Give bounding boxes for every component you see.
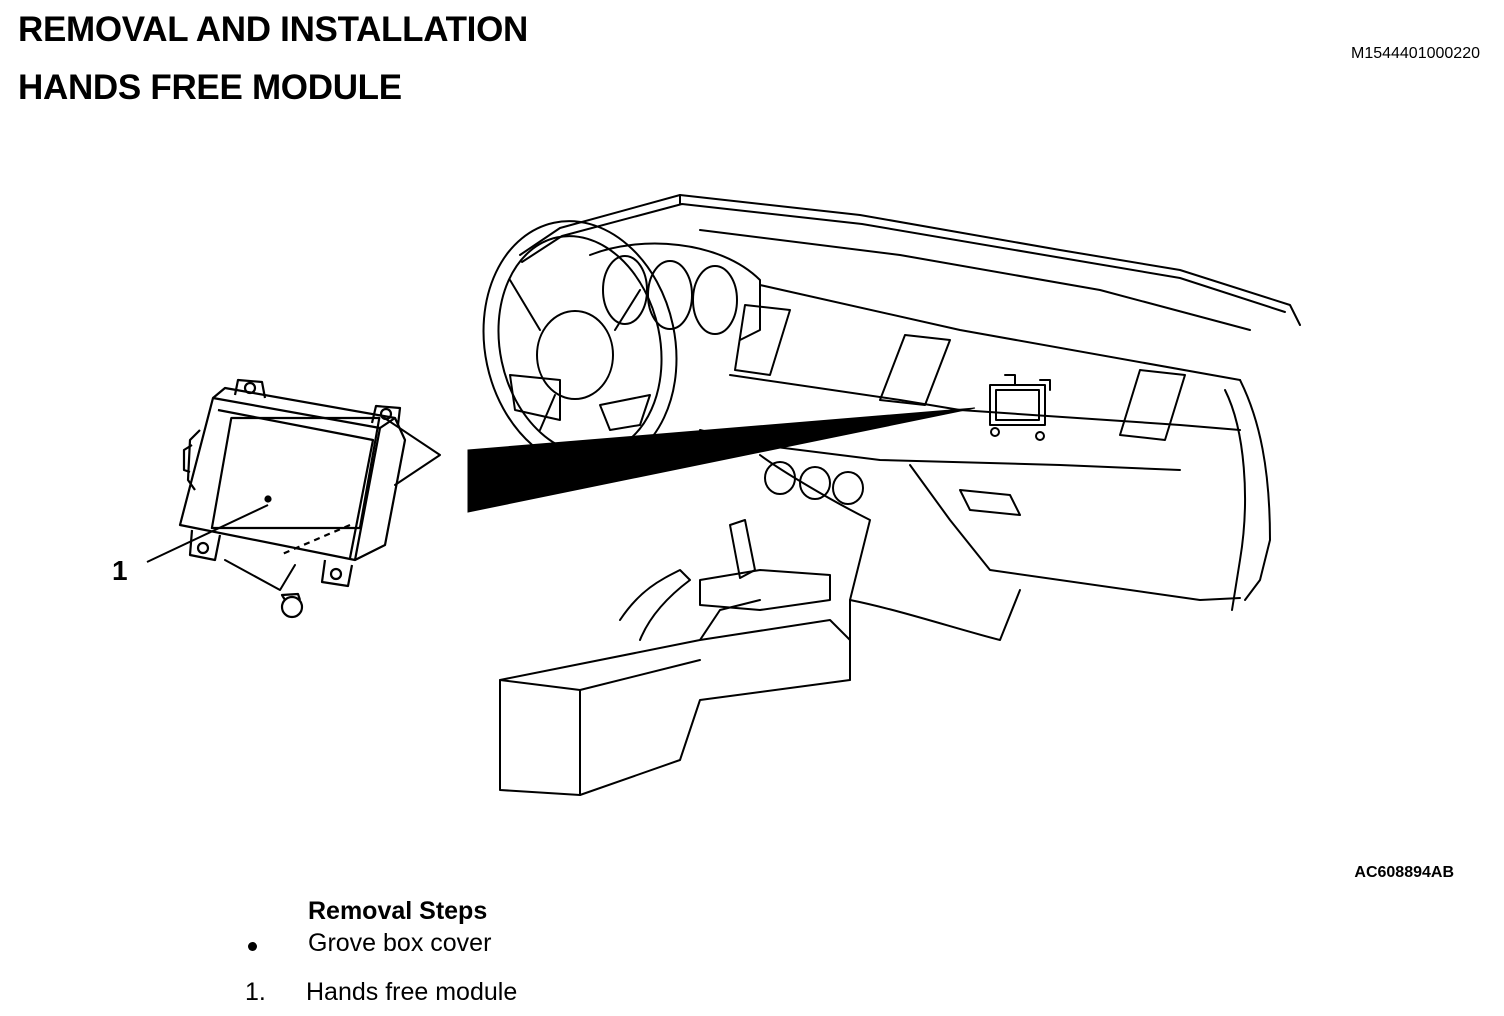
- hands-free-module-detail: [146, 378, 407, 619]
- removal-step-number: 1.: [245, 978, 266, 1006]
- dashboard-top-edge: [519, 194, 1301, 326]
- page-title: REMOVAL AND INSTALLATION: [18, 10, 528, 49]
- document-id: M1544401000220: [1350, 45, 1480, 62]
- removal-steps-heading: Removal Steps: [308, 897, 488, 925]
- removal-step-label: Grove box cover: [308, 929, 492, 957]
- dashboard-illustration: 1: [112, 194, 1301, 796]
- bullet-icon: [248, 942, 257, 951]
- center-console: [759, 454, 871, 681]
- figure-id: AC608894AB: [1354, 864, 1454, 881]
- instrument-cluster: [589, 242, 761, 341]
- removal-step-label: Hands free module: [306, 978, 518, 1006]
- callout-label-1: 1: [112, 555, 128, 586]
- page-subtitle: HANDS FREE MODULE: [18, 68, 402, 107]
- module-in-dash-icon: [989, 374, 1051, 441]
- zoom-pointer-wedge: [467, 407, 976, 513]
